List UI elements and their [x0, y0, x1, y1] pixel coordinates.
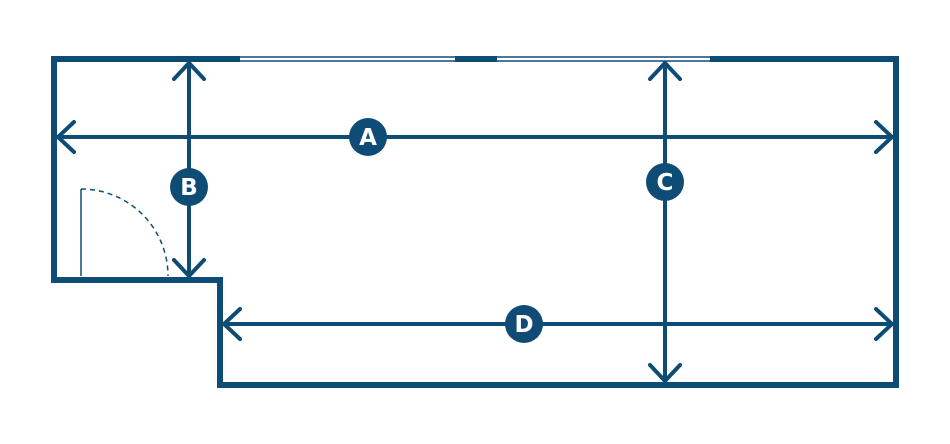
window-right — [497, 55, 710, 63]
dimension-b-label: B — [180, 175, 198, 201]
dimension-d-label: D — [514, 312, 533, 338]
dimension-a: A — [56, 118, 894, 156]
dimension-c-line — [648, 61, 682, 383]
dimension-c-badge — [646, 163, 684, 201]
dimension-c-label: C — [657, 170, 674, 196]
room-wall-outline — [51, 56, 899, 388]
dimension-b-badge — [170, 168, 208, 206]
dimension-d: D — [222, 305, 894, 343]
dimension-a-label: A — [359, 125, 377, 151]
door-arc — [80, 188, 169, 277]
dimension-c: C — [646, 61, 684, 383]
dimension-d-line — [222, 307, 894, 341]
dimension-d-badge — [505, 305, 543, 343]
dimension-a-badge — [349, 118, 387, 156]
window-left — [240, 55, 455, 63]
dimension-b: B — [170, 61, 208, 278]
door-swing-icon — [80, 188, 169, 277]
dimension-a-line — [56, 120, 894, 154]
window-icon — [240, 55, 710, 63]
